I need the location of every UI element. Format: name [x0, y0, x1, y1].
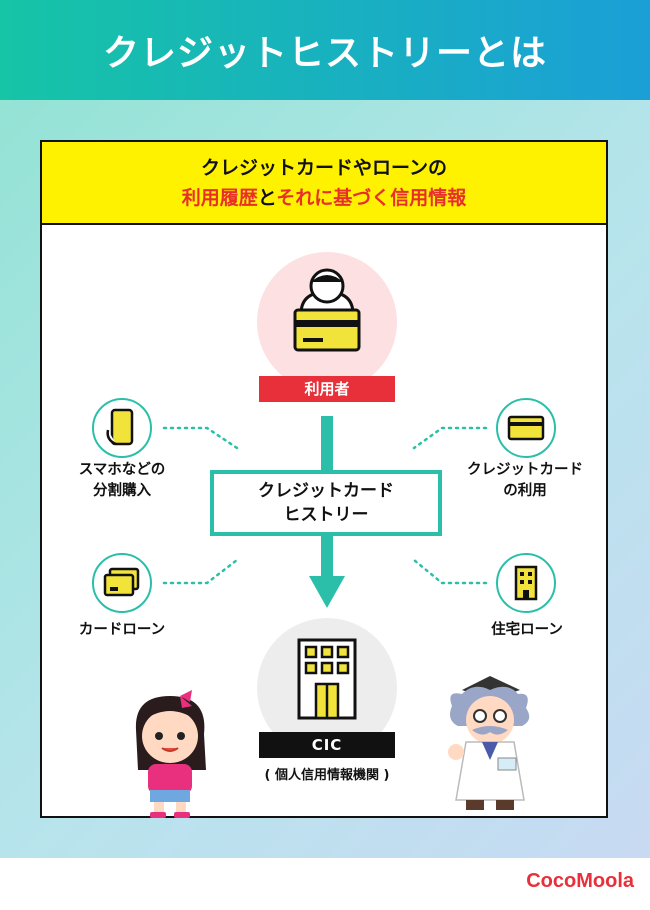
user-label: 利用者 — [259, 376, 395, 402]
definition-banner: クレジットカードやローンの 利用履歴とそれに基づく信用情報 — [42, 142, 606, 225]
page-title: クレジットヒストリーとは — [102, 33, 547, 74]
footer: CocoMoola — [0, 858, 650, 910]
card-use-label: クレジットカード の利用 — [442, 460, 608, 502]
housing-loan-label: 住宅ローン — [491, 622, 563, 638]
connectors — [162, 426, 488, 585]
smartphone-line2: 分割購入 — [93, 483, 151, 499]
professor-character — [448, 676, 530, 810]
smartphone-icon — [106, 408, 134, 446]
diagram-card: クレジットカードやローンの 利用履歴とそれに基づく信用情報 利用者 クレジットカ… — [40, 140, 608, 818]
center-line2: ヒストリー — [283, 505, 369, 525]
card-use-line2: の利用 — [503, 483, 547, 499]
user-icon — [293, 268, 361, 352]
cic-label: CIC — [259, 732, 395, 758]
header: クレジットヒストリーとは — [0, 0, 650, 100]
brand-logo: CocoMoola — [526, 870, 634, 892]
banner-red-1: 利用履歴 — [181, 187, 258, 209]
smartphone-label: スマホなどの 分割購入 — [58, 460, 186, 502]
banner-mid: と — [257, 187, 277, 209]
smartphone-line1: スマホなどの — [78, 462, 166, 478]
building-icon — [297, 638, 357, 720]
girl-character — [135, 690, 206, 818]
credit-card-icon — [507, 415, 545, 441]
banner-line1: クレジットカードやローンの — [200, 157, 448, 179]
credit-history-box: クレジットカード ヒストリー — [210, 470, 442, 536]
cards-icon — [103, 567, 140, 597]
banner-red-2: それに基づく信用情報 — [276, 187, 467, 209]
card-loan-label: カードローン — [78, 622, 166, 638]
center-line1: クレジットカード — [258, 481, 394, 501]
cic-subtitle: ( 個人信用情報機関 ) — [264, 768, 390, 783]
banner-line2: 利用履歴とそれに基づく信用情報 — [42, 183, 606, 213]
card-use-line1: クレジットカード — [467, 462, 583, 478]
apartment-icon — [514, 565, 538, 601]
